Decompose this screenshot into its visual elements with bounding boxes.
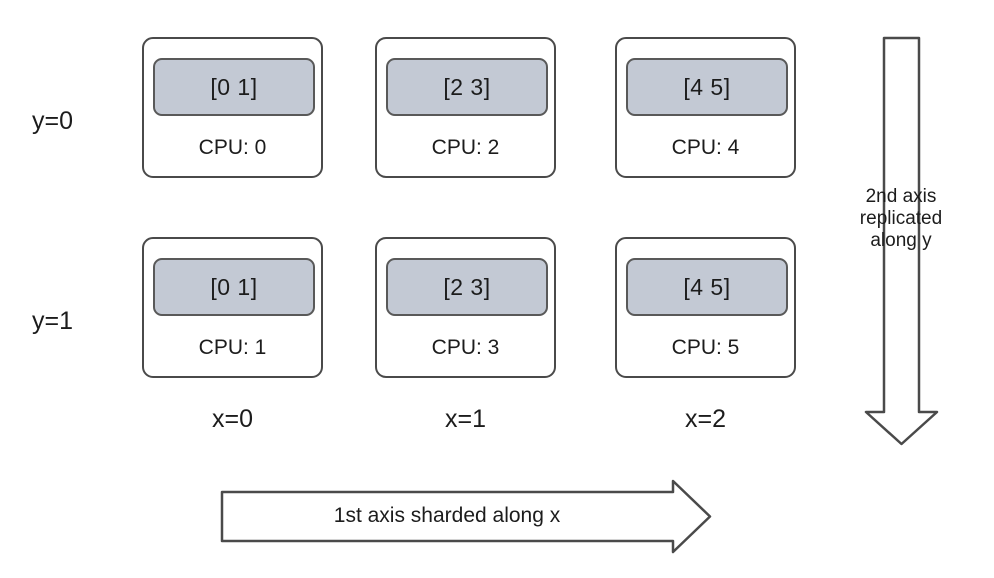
horizontal-arrow-caption: 1st axis sharded along x	[333, 504, 561, 527]
shard-box: [2 3]	[386, 258, 548, 316]
device-cell-cpu2: [2 3] CPU: 2	[375, 37, 556, 178]
cpu-label: CPU: 3	[431, 336, 500, 359]
vertical-arrow-caption: 2nd axis replicated along y	[838, 186, 964, 252]
device-cell-cpu3: [2 3] CPU: 3	[375, 237, 556, 378]
cpu-label: CPU: 1	[198, 336, 267, 359]
shard-label: [0 1]	[210, 74, 258, 100]
vertical-arrow-caption-line-2: replicated	[859, 208, 943, 229]
cpu-label: CPU: 5	[671, 336, 740, 359]
shard-label: [4 5]	[683, 274, 731, 300]
device-cell-cpu5: [4 5] CPU: 5	[615, 237, 796, 378]
cpu-label: CPU: 0	[198, 136, 267, 159]
device-cell-cpu1: [0 1] CPU: 1	[142, 237, 323, 378]
row-label-y1: y=1	[32, 307, 74, 335]
cpu-label: CPU: 2	[431, 136, 500, 159]
shard-label: [0 1]	[210, 274, 258, 300]
vertical-arrow-caption-line-3: along y	[870, 230, 932, 251]
shard-box: [0 1]	[153, 58, 315, 116]
cpu-label: CPU: 4	[671, 136, 740, 159]
device-cell-cpu0: [0 1] CPU: 0	[142, 37, 323, 178]
row-label-y0: y=0	[32, 107, 74, 135]
col-label-x2: x=2	[684, 405, 726, 433]
vertical-arrow-caption-line-1: 2nd axis	[865, 186, 937, 207]
shard-label: [4 5]	[683, 74, 731, 100]
shard-box: [4 5]	[626, 58, 788, 116]
col-label-x1: x=1	[444, 405, 486, 433]
shard-box: [0 1]	[153, 258, 315, 316]
shard-box: [4 5]	[626, 258, 788, 316]
device-cell-cpu4: [4 5] CPU: 4	[615, 37, 796, 178]
col-label-x0: x=0	[211, 405, 253, 433]
shard-box: [2 3]	[386, 58, 548, 116]
shard-label: [2 3]	[443, 74, 491, 100]
shard-label: [2 3]	[443, 274, 491, 300]
